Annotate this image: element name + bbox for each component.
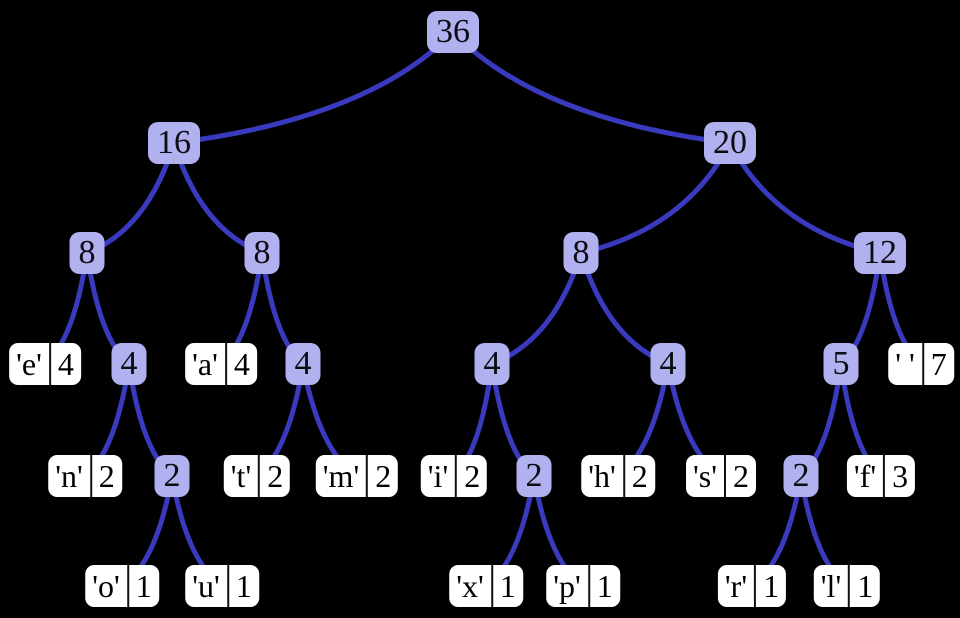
internal-node-n4c: 4 <box>474 343 510 385</box>
internal-node-n2a: 2 <box>154 455 190 497</box>
leaf-count: 2 <box>267 458 284 494</box>
leaf-count: 1 <box>596 568 613 604</box>
node-weight-label: 8 <box>572 234 590 271</box>
leaf-node-i: 'i'2 <box>420 455 488 497</box>
leaf-count: 2 <box>631 458 648 494</box>
node-weight-label: 2 <box>163 457 181 494</box>
node-weight-label: 8 <box>253 234 271 271</box>
leaf-char: 'o' <box>85 565 129 607</box>
leaf-node-n: 'n'2 <box>48 455 122 497</box>
leaf-node-h: 'h'2 <box>581 455 655 497</box>
leaf-node-t: 't'2 <box>223 455 291 497</box>
leaf-node-x: 'x'1 <box>449 565 523 607</box>
leaf-count: 7 <box>930 346 947 382</box>
internal-node-n12: 12 <box>854 232 906 274</box>
leaf-count: 1 <box>763 568 780 604</box>
tree-edge-n36-n16 <box>171 29 456 146</box>
internal-node-n8a: 8 <box>69 232 105 274</box>
leaf-node-f: 'f'3 <box>846 455 916 497</box>
leaf-count: 1 <box>857 568 874 604</box>
node-weight-label: 2 <box>525 457 543 494</box>
leaf-node-m: 'm'2 <box>315 455 399 497</box>
leaf-count: 2 <box>732 458 749 494</box>
node-weight-label: 8 <box>78 234 96 271</box>
internal-node-n4b: 4 <box>285 343 321 385</box>
node-weight-label: 16 <box>157 124 191 161</box>
leaf-char: 'u' <box>185 565 229 607</box>
leaf-count: 1 <box>135 568 152 604</box>
node-weight-label: 4 <box>120 345 138 382</box>
internal-node-n16: 16 <box>148 122 200 164</box>
leaf-node-a: 'a'4 <box>185 343 257 385</box>
internal-node-n4d: 4 <box>650 343 686 385</box>
leaf-count: 4 <box>233 346 250 382</box>
node-weight-label: 4 <box>659 345 677 382</box>
leaf-node-o: 'o'1 <box>85 565 159 607</box>
leaf-node-s: 's'2 <box>686 455 756 497</box>
leaf-char: 'p' <box>546 565 590 607</box>
leaf-count: 2 <box>375 458 392 494</box>
leaf-node-u: 'u'1 <box>185 565 259 607</box>
leaf-char: 'e' <box>9 343 51 385</box>
node-weight-label: 4 <box>483 345 501 382</box>
leaf-char: 'a' <box>185 343 227 385</box>
internal-node-n5: 5 <box>823 343 859 385</box>
internal-node-n2c: 2 <box>783 455 819 497</box>
leaf-char: 'x' <box>449 565 493 607</box>
node-weight-label: 4 <box>294 345 312 382</box>
leaf-char: ' ' <box>888 343 924 385</box>
leaf-char: 'f' <box>847 455 886 497</box>
node-weight-label: 36 <box>436 13 470 50</box>
leaf-count: 2 <box>98 458 115 494</box>
internal-node-n20: 20 <box>704 122 756 164</box>
leaf-count: 2 <box>464 458 481 494</box>
node-weight-label: 5 <box>832 345 850 382</box>
leaf-char: 'h' <box>581 455 625 497</box>
leaf-count: 1 <box>235 568 252 604</box>
leaf-node-space: ' '7 <box>888 343 954 385</box>
leaf-char: 's' <box>686 455 726 497</box>
node-weight-label: 12 <box>863 234 897 271</box>
internal-node-n4a: 4 <box>111 343 147 385</box>
node-weight-label: 20 <box>713 124 747 161</box>
leaf-char: 't' <box>224 455 261 497</box>
leaf-count: 4 <box>57 346 74 382</box>
leaf-node-r: 'r'1 <box>717 565 787 607</box>
leaf-char: 'i' <box>421 455 458 497</box>
leaf-char: 'n' <box>48 455 92 497</box>
leaf-node-e: 'e'4 <box>9 343 81 385</box>
internal-node-n8b: 8 <box>244 232 280 274</box>
leaf-node-l: 'l'1 <box>813 565 881 607</box>
internal-node-n8c: 8 <box>563 232 599 274</box>
leaf-count: 1 <box>499 568 516 604</box>
tree-edge-n36-n20 <box>450 29 733 146</box>
node-weight-label: 2 <box>792 457 810 494</box>
leaf-count: 3 <box>892 458 909 494</box>
leaf-char: 'm' <box>316 455 369 497</box>
internal-node-n36: 36 <box>427 11 479 53</box>
leaf-char: 'r' <box>718 565 757 607</box>
internal-node-n2b: 2 <box>516 455 552 497</box>
leaf-node-p: 'p'1 <box>546 565 620 607</box>
leaf-char: 'l' <box>814 565 851 607</box>
